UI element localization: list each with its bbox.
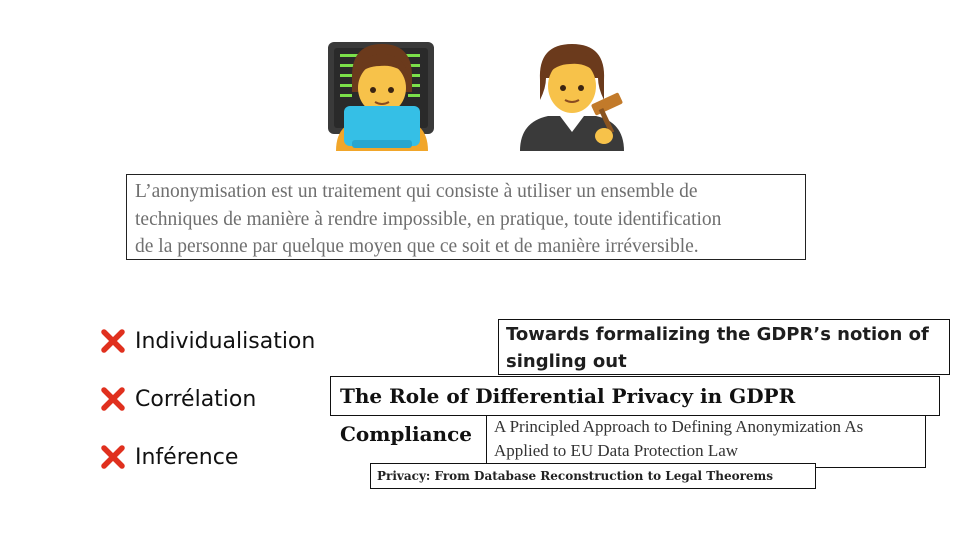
- risk-label: Inférence: [135, 444, 239, 470]
- risk-item-individualisation: Individualisation: [100, 324, 315, 358]
- paper-title-database-reconstruction: Privacy: From Database Reconstruction to…: [370, 463, 816, 489]
- technologist-emoji-icon: [328, 42, 434, 151]
- anonymisation-definition-quote: L’anonymisation est un traitement qui co…: [126, 174, 806, 260]
- judge-emoji-icon: [520, 44, 624, 151]
- paper-title-differential-privacy: The Role of Differential Privacy in GDPR…: [330, 376, 940, 446]
- risk-item-correlation: Corrélation: [100, 382, 256, 416]
- cross-mark-icon: [101, 445, 125, 469]
- risk-label: Corrélation: [135, 386, 257, 412]
- cross-mark-icon: [101, 387, 125, 411]
- paper-title-singling-out: Towards formalizing the GDPR’s notion of…: [498, 319, 950, 375]
- paper-title-principled-approach: A Principled Approach to Defining Anonym…: [486, 414, 926, 468]
- cross-mark-icon: [101, 329, 125, 353]
- risk-item-inference: Inférence: [100, 440, 238, 474]
- risk-label: Individualisation: [135, 328, 316, 354]
